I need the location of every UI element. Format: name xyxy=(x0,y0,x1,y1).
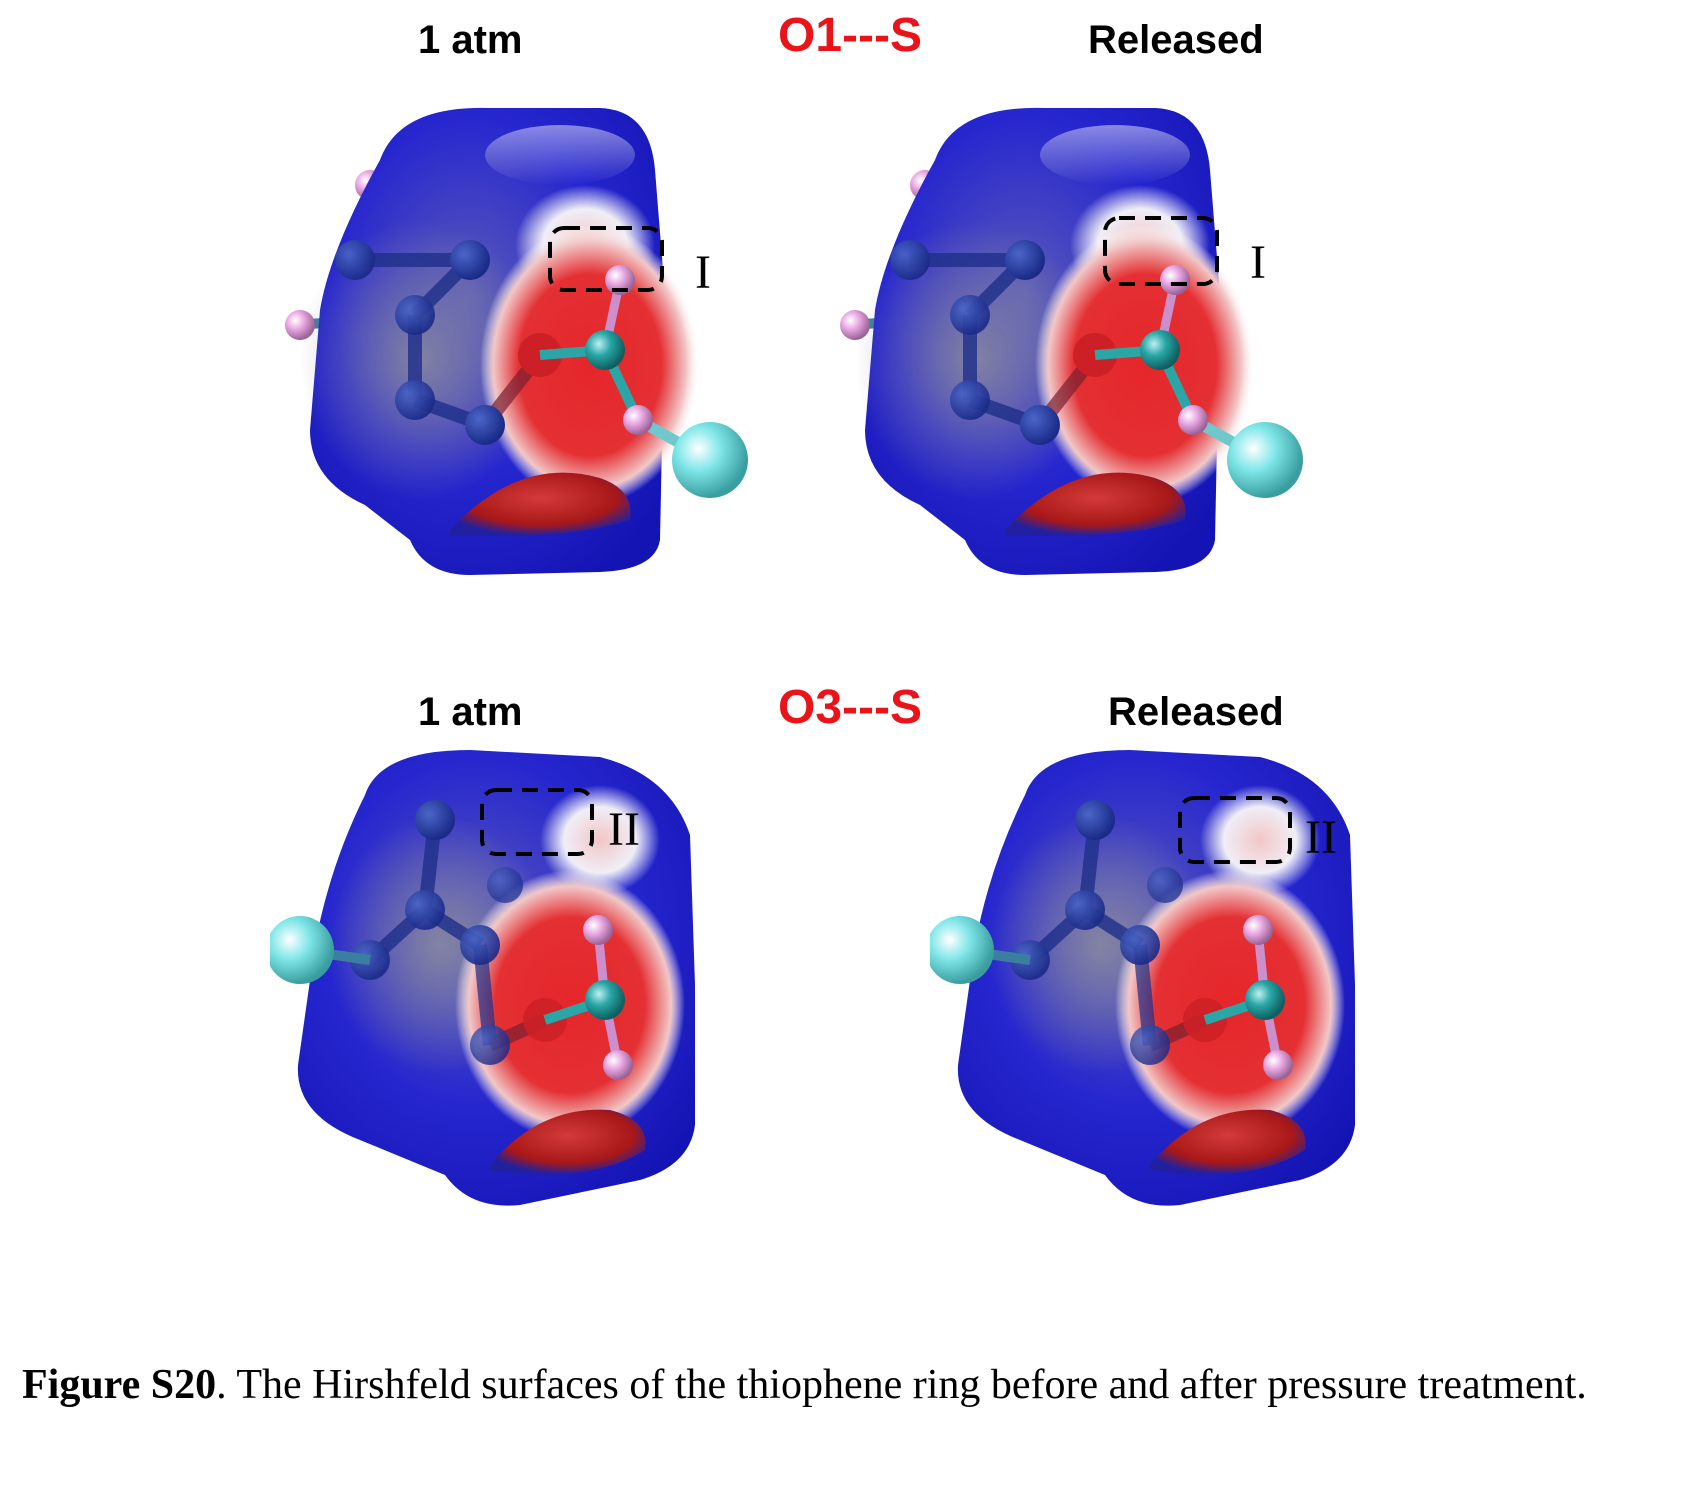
marker-label: II xyxy=(608,803,640,856)
marker-label: II xyxy=(1305,811,1337,864)
carbon-atom xyxy=(585,980,625,1020)
hydrogen-atom xyxy=(1243,915,1273,945)
chlorine-atom xyxy=(270,916,334,984)
interaction-box xyxy=(1178,796,1292,864)
row2-right-label: Released xyxy=(1108,690,1284,734)
row2-left-surface: II xyxy=(270,745,750,1245)
carbon-atom xyxy=(1140,330,1180,370)
hydrogen-atom xyxy=(605,265,635,295)
marker-label: I xyxy=(695,246,711,299)
figure-caption: Figure S20. The Hirshfeld surfaces of th… xyxy=(22,1335,1672,1435)
interaction-box xyxy=(1103,216,1219,286)
chlorine-atom xyxy=(1227,422,1303,498)
hydrogen-atom xyxy=(1263,1050,1293,1080)
hydrogen-atom xyxy=(1178,405,1208,435)
row1-left-label: 1 atm xyxy=(418,18,523,62)
row2-right-surface: II xyxy=(930,745,1410,1245)
carbon-atom xyxy=(1245,980,1285,1020)
marker-label: I xyxy=(1250,236,1266,289)
interaction-box xyxy=(480,788,594,856)
carbon-atom xyxy=(585,330,625,370)
chlorine-atom xyxy=(672,422,748,498)
chlorine-atom xyxy=(930,916,994,984)
figure-label: Figure S20 xyxy=(22,1362,217,1408)
hydrogen-atom xyxy=(583,915,613,945)
row2-title: O3---S xyxy=(778,681,922,734)
hydrogen-atom xyxy=(623,405,653,435)
hydrogen-atom xyxy=(1160,265,1190,295)
row1-title: O1---S xyxy=(778,9,922,62)
hydrogen-atom xyxy=(603,1050,633,1080)
interaction-box xyxy=(548,226,664,292)
row1-right-label: Released xyxy=(1088,18,1264,62)
row1-right-surface: I xyxy=(825,100,1385,600)
caption-text: . The Hirshfeld surfaces of the thiophen… xyxy=(216,1362,1587,1408)
row2-left-label: 1 atm xyxy=(418,690,523,734)
row1-left-surface: I xyxy=(270,100,830,600)
